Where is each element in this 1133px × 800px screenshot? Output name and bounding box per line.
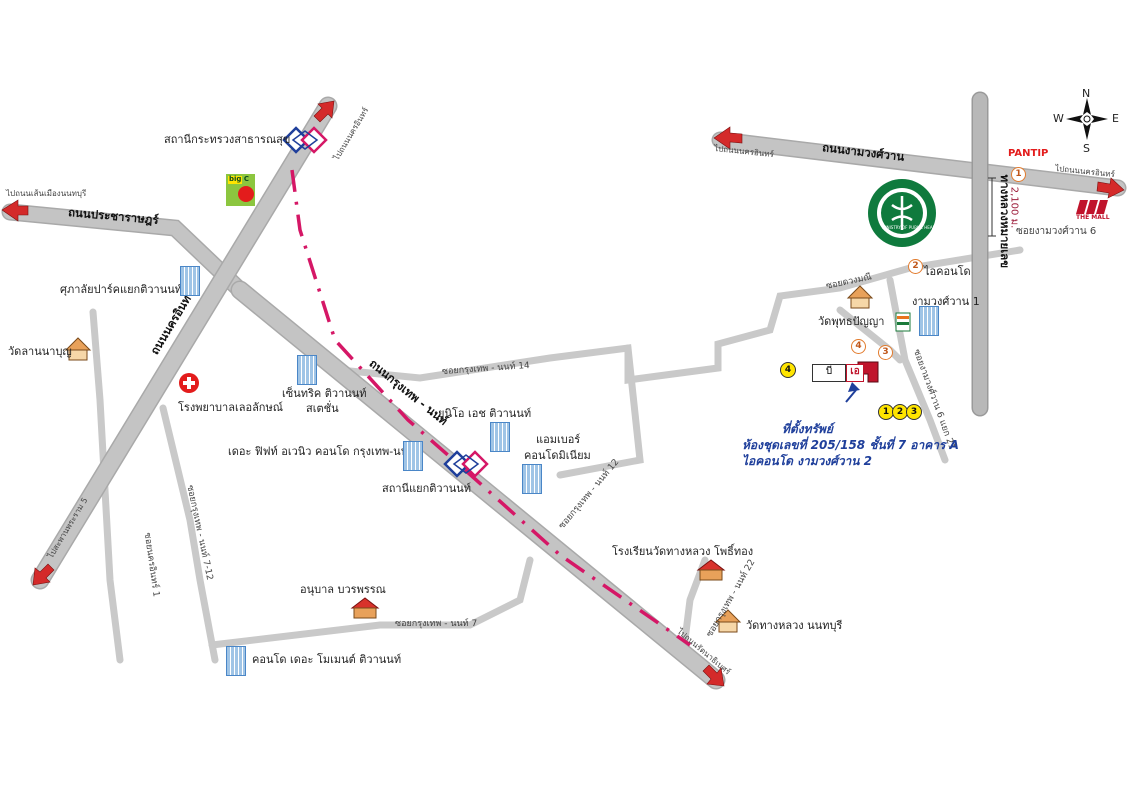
condo-icon (522, 464, 542, 494)
distance-label: 2,100 ม. (1008, 186, 1020, 229)
pantip-logo-icon (1006, 147, 1054, 161)
soi-7 (208, 556, 534, 649)
moph-emblem-icon (868, 179, 936, 247)
soi-label-7: ซอยกรุงเทพ - นนท์ 7 (395, 619, 478, 629)
label-centric2: สเตชั่น (306, 402, 339, 415)
arrow-left-prachachuen (1, 199, 29, 222)
label-wat-lan-na-bun: วัดลานนาบุญ (8, 345, 72, 358)
temple-icon (714, 609, 742, 633)
marker-1: 1 (1011, 167, 1026, 182)
compass-w: W (1053, 112, 1064, 125)
destination-line2: ไอคอนโด งามวงศ์วาน 2 (742, 454, 873, 469)
label-school: โรงเรียนวัดทางหลวง โพธิ์ทอง (612, 545, 754, 558)
label-mrt-tiwanon: สถานีแยกติวานนท์ (382, 482, 472, 495)
main-roads (1, 91, 1127, 690)
label-moph: MINISTRY OF PUBLIC HEALTH (882, 225, 940, 230)
yellow-marker-2: 2 (892, 404, 908, 420)
label-wat-buddha: วัดพุทธปัญญา (818, 315, 885, 328)
direction-label-nonthaburi: ไปถนนเส้นเมืองนนทบุรี (6, 189, 87, 198)
road-ngamwongwan (713, 133, 1125, 195)
condo-icon (180, 266, 200, 296)
building-a-box: เอ (846, 364, 864, 382)
marker-3: 3 (878, 345, 893, 360)
marker-2: 2 (908, 259, 923, 274)
marker-4: 4 (851, 339, 866, 354)
arrow-right-ngamwongwan (1096, 177, 1125, 199)
map-frame (0, 80, 1133, 716)
condo-icon (226, 646, 246, 676)
label-kindergarten: อนุบาล บวรพรรณ (300, 583, 386, 596)
arrow-bottom-right (702, 664, 725, 687)
soi-left-2 (159, 404, 219, 664)
soi-label-ngam6: ซอยงามวงศ์วาน 6 (1016, 226, 1097, 237)
soi-14 (336, 344, 644, 479)
compass-n: N (1082, 87, 1091, 100)
bigc-logo-icon (226, 174, 255, 206)
label-supalai: ศุภาลัยปาร์คแยกติวานนท์ (60, 283, 183, 296)
compass-e: E (1112, 112, 1119, 125)
temple-icon (64, 337, 92, 361)
condo-icon (490, 422, 510, 452)
label-icondo: ไอคอนโด (924, 265, 971, 278)
building-b-box: บี (812, 364, 846, 382)
compass-s: S (1083, 142, 1090, 155)
condo-icon (297, 355, 317, 385)
the-mall-logo-icon (1076, 200, 1108, 214)
label-fifth-avenue: เดอะ ฟิฟท์ อเวนิว คอนโด กรุงเทพ-นนท์ (228, 445, 416, 458)
arrow-bottom-left (32, 563, 55, 586)
label-the-mall: THE MALL (1076, 214, 1110, 221)
label-unio: ยูนิโอ เอช ติวานนท์ (438, 407, 532, 420)
destination-head: ที่ตั้งทรัพย์ (782, 422, 833, 436)
temple-icon (846, 285, 874, 309)
label-hospital: โรงพยาบาลเลอลักษณ์ (178, 401, 283, 414)
mrt-station-tiwanon-icon (443, 450, 489, 478)
label-wat-thang-luang: วัดทางหลวง นนทบุรี (746, 619, 843, 632)
destination-line1: ห้องชุดเลขที่ 205/158 ชั้นที่ 7 อาคาร A (742, 438, 959, 453)
compass-icon (1066, 98, 1108, 140)
direction-arrows (1, 100, 1125, 687)
condo-icon (919, 306, 939, 336)
school-icon (696, 559, 726, 581)
hospital-icon (179, 373, 199, 393)
seven-eleven-icon (895, 312, 911, 332)
label-centric: เซ็นทริค ติวานนท์ (282, 387, 367, 400)
yellow-marker-3: 3 (906, 404, 922, 420)
label-bigc: big C (229, 175, 249, 183)
condo-icon (403, 441, 423, 471)
label-amber: แอมเบอร์ (536, 433, 581, 446)
yellow-marker-4: 4 (780, 362, 796, 378)
label-icondo2: งามวงศ์วาน 1 (912, 295, 980, 308)
label-mrt-health: สถานีกระทรวงสาธารณสุข (164, 133, 291, 146)
label-moment: คอนโด เดอะ โมเมนต์ ติวานนท์ (252, 653, 402, 666)
label-pantip: PANTIP (1008, 148, 1049, 159)
road-nakhon-in (32, 98, 336, 588)
soi-ngam (624, 246, 1024, 384)
temple-icons (64, 285, 874, 633)
distance-dimension (988, 177, 996, 237)
school-icon (350, 597, 380, 619)
destination-label: ที่ตั้งทรัพย์ ห้องชุดเลขที่ 205/158 ชั้น… (742, 421, 959, 470)
arrow-left-ngamwongwan (713, 126, 743, 150)
mrt-purple-line (290, 169, 691, 647)
label-amber2: คอนโดมิเนียม (524, 449, 591, 462)
road-krungthep (232, 282, 724, 688)
arrow-top-nakhon-in (313, 100, 335, 123)
mrt-station-health-icon (282, 126, 328, 154)
